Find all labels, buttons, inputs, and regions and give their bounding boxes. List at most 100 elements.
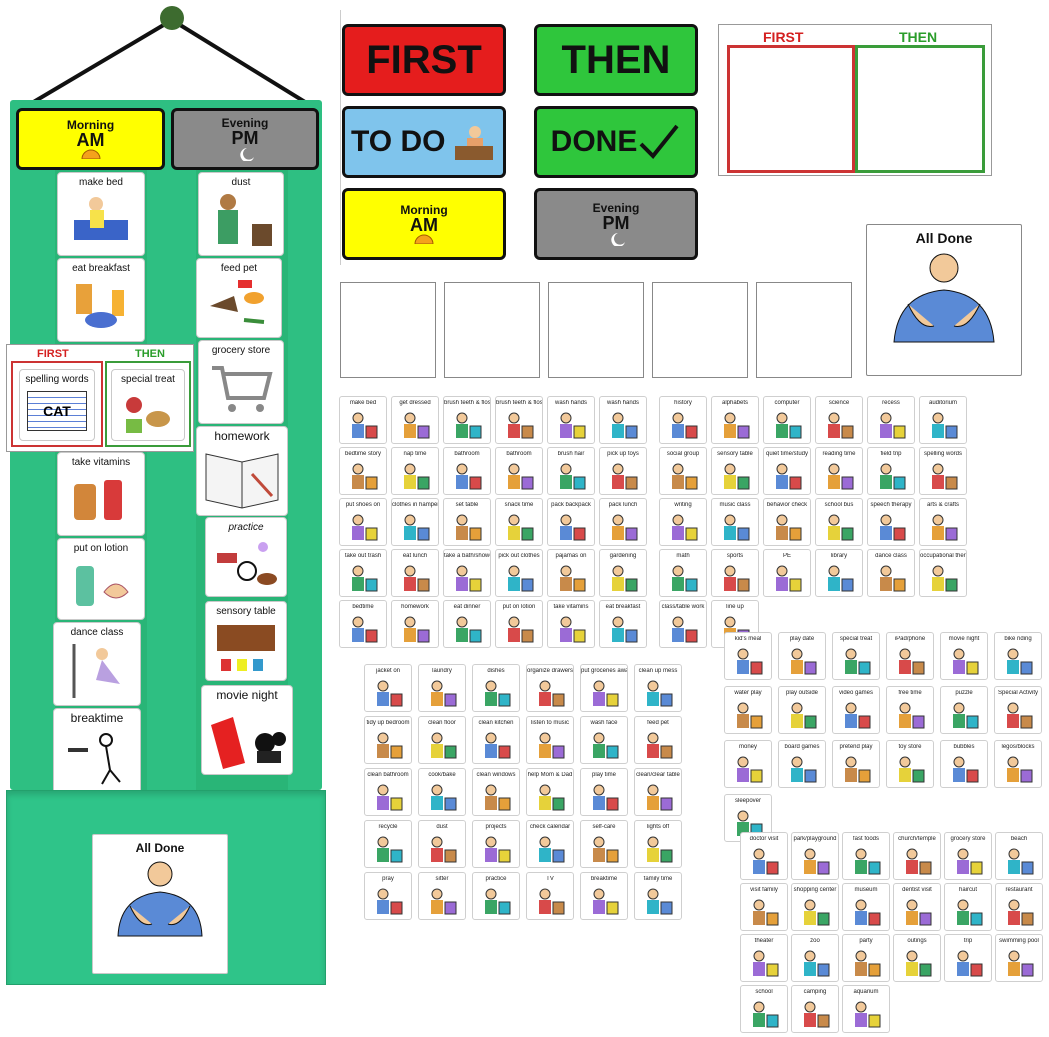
picture-card-water-play[interactable]: water play (724, 686, 772, 734)
picture-card-family-time[interactable]: family time (634, 872, 682, 920)
picture-card-take-vitamins[interactable]: take vitamins (547, 600, 595, 648)
picture-card-snack-time[interactable]: snack time (495, 498, 543, 546)
picture-card-bubbles[interactable]: bubbles (940, 740, 988, 788)
picture-card-tv[interactable]: TV (526, 872, 574, 920)
picture-card-pack-backpack[interactable]: pack backpack (547, 498, 595, 546)
picture-card-school-bus[interactable]: school bus (815, 498, 863, 546)
picture-card-help-mom-dad[interactable]: help Mom & Dad (526, 768, 574, 816)
picture-card-clean-windows[interactable]: clean windows (472, 768, 520, 816)
picture-card-check-calendar[interactable]: check calendar (526, 820, 574, 868)
picture-card-video-games[interactable]: video games (832, 686, 880, 734)
picture-card-auditorium[interactable]: auditorium (919, 396, 967, 444)
picture-card-quiet-time-study[interactable]: quiet time/study (763, 447, 811, 495)
picture-card-clothes-in-hamper[interactable]: clothes in hamper (391, 498, 439, 546)
picture-card-museum[interactable]: museum (842, 883, 890, 931)
picture-card-recycle[interactable]: recycle (364, 820, 412, 868)
picture-card-field-trip[interactable]: field trip (867, 447, 915, 495)
picture-card-camping[interactable]: camping (791, 985, 839, 1033)
picture-card-take-out-trash[interactable]: take out trash (339, 549, 387, 597)
picture-card-doctor-visit[interactable]: doctor visit (740, 832, 788, 880)
picture-card-bedtime-story[interactable]: bedtime story (339, 447, 387, 495)
picture-card-wash-face[interactable]: wash face (580, 716, 628, 764)
picture-card-nap-time[interactable]: nap time (391, 447, 439, 495)
picture-card-visit-family[interactable]: visit family (740, 883, 788, 931)
picture-card-legos-blocks[interactable]: legos/blocks (994, 740, 1042, 788)
picture-card-reading-time[interactable]: reading time (815, 447, 863, 495)
picture-card-breaktime[interactable]: breaktime (580, 872, 628, 920)
empty-slot-3[interactable] (548, 282, 644, 378)
picture-card-shopping-center[interactable]: shopping center (791, 883, 839, 931)
empty-slot-5[interactable] (756, 282, 852, 378)
picture-card-self-care[interactable]: self-care (580, 820, 628, 868)
picture-card-sleepover[interactable]: sleepover (724, 794, 772, 842)
picture-card-recess[interactable]: recess (867, 396, 915, 444)
picture-card-park-playground[interactable]: park/playground (791, 832, 839, 880)
picture-card-beach[interactable]: beach (995, 832, 1043, 880)
picture-card-wash-hands[interactable]: wash hands (599, 396, 647, 444)
picture-card-math[interactable]: math (659, 549, 707, 597)
picture-card-put-groceries-away[interactable]: put groceries away (580, 664, 628, 712)
picture-card-set-table[interactable]: set table (443, 498, 491, 546)
picture-card-play-date[interactable]: play date (778, 632, 826, 680)
ft-then-slot[interactable] (855, 45, 985, 173)
picture-card-brush-hair[interactable]: brush hair (547, 447, 595, 495)
picture-card-practice[interactable]: practice (472, 872, 520, 920)
picture-card-sitter[interactable]: sitter (418, 872, 466, 920)
picture-card-movie-night[interactable]: movie night (940, 632, 988, 680)
picture-card-science[interactable]: science (815, 396, 863, 444)
spelling-words-card[interactable]: spelling words CAT (19, 369, 95, 441)
picture-card-behavior-check[interactable]: behavior check (763, 498, 811, 546)
picture-card-wash-hands[interactable]: wash hands (547, 396, 595, 444)
picture-card-bathroom[interactable]: bathroom (495, 447, 543, 495)
empty-slot-2[interactable] (444, 282, 540, 378)
picture-card-pick-out-clothes[interactable]: pick out clothes (495, 549, 543, 597)
picture-card-sensory-table[interactable]: sensory table (711, 447, 759, 495)
board-card-put-on-lotion[interactable]: put on lotion (57, 538, 145, 620)
picture-card-play-outside[interactable]: play outside (778, 686, 826, 734)
picture-card-pick-up-toys[interactable]: pick up toys (599, 447, 647, 495)
picture-card-dentist-visit[interactable]: dentist visit (893, 883, 941, 931)
board-card-movie-night[interactable]: movie night (201, 685, 293, 775)
board-card-dust[interactable]: dust (198, 172, 284, 256)
board-card-feed-pet[interactable]: feed pet (196, 258, 282, 338)
picture-card-swimming-pool[interactable]: swimming pool (995, 934, 1043, 982)
picture-card-free-time[interactable]: free time (886, 686, 934, 734)
picture-card-clean-clear-table[interactable]: clean/clear table (634, 768, 682, 816)
picture-card-church-temple[interactable]: church/temple (893, 832, 941, 880)
picture-card-occupational-therapy[interactable]: occupational therapy (919, 549, 967, 597)
picture-card-kid-s-meal[interactable]: kid's meal (724, 632, 772, 680)
picture-card-library[interactable]: library (815, 549, 863, 597)
picture-card-clean-floor[interactable]: clean floor (418, 716, 466, 764)
picture-card-take-a-bath-shower[interactable]: take a bath/shower (443, 549, 491, 597)
empty-slot-4[interactable] (652, 282, 748, 378)
board-card-homework[interactable]: homework (196, 426, 288, 516)
picture-card-puzzle[interactable]: puzzle (940, 686, 988, 734)
picture-card-clean-kitchen[interactable]: clean kitchen (472, 716, 520, 764)
board-card-eat-breakfast[interactable]: eat breakfast (57, 258, 145, 342)
picture-card-laundry[interactable]: laundry (418, 664, 466, 712)
picture-card-lights-off[interactable]: lights off (634, 820, 682, 868)
picture-card-pack-lunch[interactable]: pack lunch (599, 498, 647, 546)
picture-card-speech-therapy[interactable]: speech therapy (867, 498, 915, 546)
picture-card-grocery-store[interactable]: grocery store (944, 832, 992, 880)
picture-card-fast-foods[interactable]: fast foods (842, 832, 890, 880)
picture-card-dust[interactable]: dust (418, 820, 466, 868)
picture-card-money[interactable]: money (724, 740, 772, 788)
picture-card-computer[interactable]: computer (763, 396, 811, 444)
picture-card-listen-to-music[interactable]: listen to music (526, 716, 574, 764)
picture-card-music-class[interactable]: music class (711, 498, 759, 546)
picture-card-outings[interactable]: outings (893, 934, 941, 982)
picture-card-eat-lunch[interactable]: eat lunch (391, 549, 439, 597)
picture-card-trip[interactable]: trip (944, 934, 992, 982)
empty-slot-1[interactable] (340, 282, 436, 378)
picture-card-brush-teeth-floss[interactable]: brush teeth & floss (495, 396, 543, 444)
picture-card-social-group[interactable]: social group (659, 447, 707, 495)
board-card-make-bed[interactable]: make bed (57, 172, 145, 256)
picture-card-eat-dinner[interactable]: eat dinner (443, 600, 491, 648)
picture-card-clean-bathroom[interactable]: clean bathroom (364, 768, 412, 816)
picture-card-projects[interactable]: projects (472, 820, 520, 868)
picture-card-aquarium[interactable]: aquarium (842, 985, 890, 1033)
board-card-grocery-store[interactable]: grocery store (198, 340, 284, 424)
picture-card-restaurant[interactable]: restaurant (995, 883, 1043, 931)
picture-card-arts-crafts[interactable]: arts & crafts (919, 498, 967, 546)
